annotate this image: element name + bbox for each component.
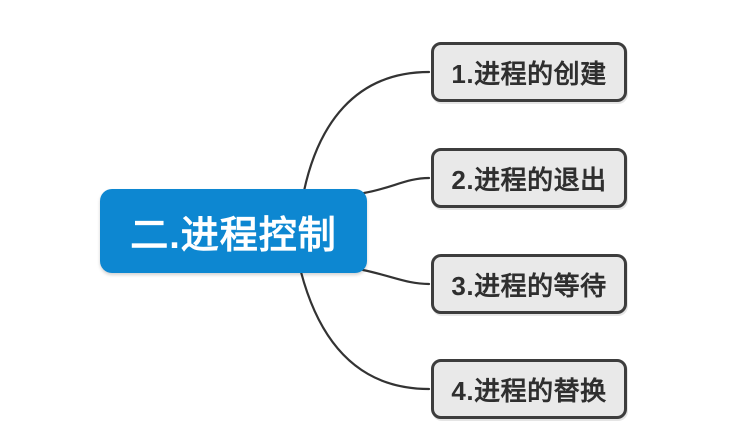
child-topic-node-2[interactable]: 2.进程的退出 [431, 148, 627, 208]
child-topic-label-3: 3.进程的等待 [451, 270, 607, 301]
connector-root-to-child-2 [362, 176, 431, 195]
connector-root-to-child-1 [302, 70, 431, 193]
child-topic-node-3[interactable]: 3.进程的等待 [431, 254, 627, 314]
child-topic-label-1: 1.进程的创建 [451, 58, 607, 89]
connector-root-to-child-3 [361, 268, 431, 286]
root-topic-label: 二.进程控制 [130, 214, 337, 257]
root-topic-node[interactable]: 二.进程控制 [100, 189, 367, 273]
connector-root-to-child-4 [299, 270, 431, 391]
child-topic-node-4[interactable]: 4.进程的替换 [431, 359, 627, 419]
child-topic-label-2: 2.进程的退出 [451, 164, 607, 195]
child-topic-label-4: 4.进程的替换 [451, 375, 607, 406]
child-topic-node-1[interactable]: 1.进程的创建 [431, 42, 627, 102]
